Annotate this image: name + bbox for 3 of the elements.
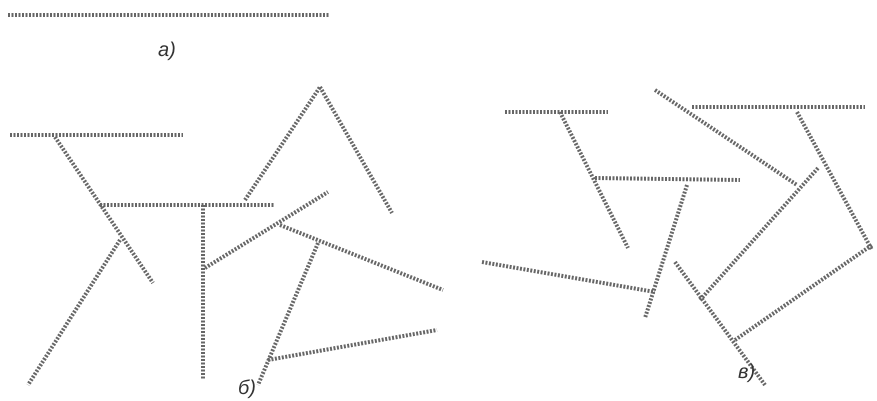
panel-label: б)	[238, 378, 256, 398]
panel-label: а)	[158, 40, 176, 60]
panel-label: в)	[738, 362, 756, 382]
